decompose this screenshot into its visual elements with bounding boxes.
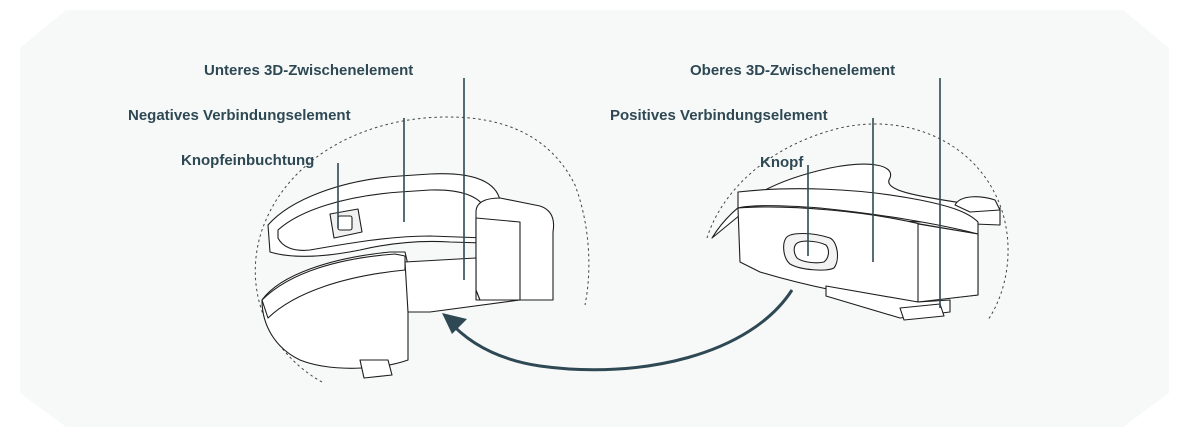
label-button-recess: Knopfeinbuchtung [181,152,315,169]
assembly-arrow [442,289,794,372]
right-detail-circle [706,123,1009,321]
left-part-illustration [254,116,590,383]
leader-lines [337,78,941,308]
left-lower-ledge [404,257,521,313]
label-negative-connector: Negatives Verbindungselement [128,107,351,124]
arrow-head [442,313,467,334]
label-upper-3d-spacer: Oberes 3D-Zwischenelement [690,62,896,79]
label-button: Knopf [760,154,804,171]
left-bottom-tab [359,359,393,379]
label-lower-3d-spacer: Unteres 3D-Zwischenelement [204,62,414,79]
right-button-inner [793,240,829,264]
label-positive-connector: Positives Verbindungselement [610,107,828,124]
left-recess-inner [337,215,353,231]
right-bottom-tab [899,303,945,321]
left-post-front [475,217,521,301]
arrow-curve [446,289,794,372]
right-notch [954,196,1001,213]
right-side-panel [917,223,979,303]
right-part-illustration [706,123,1009,321]
left-detail-circle [254,116,590,383]
